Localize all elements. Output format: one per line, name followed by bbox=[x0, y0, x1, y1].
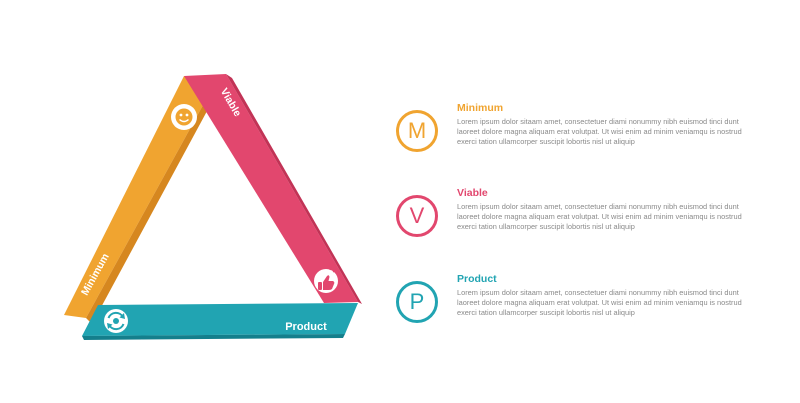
minimum-letter: M bbox=[407, 118, 427, 143]
viable-letter: V bbox=[409, 203, 425, 228]
product-bar bbox=[82, 303, 358, 340]
viable-description: Lorem ipsum dolor sitaam amet, consectet… bbox=[457, 202, 742, 231]
minimum-letter-badge: M bbox=[396, 110, 438, 152]
viable-bar bbox=[184, 74, 362, 304]
minimum-description: Lorem ipsum dolor sitaam amet, consectet… bbox=[457, 117, 742, 146]
refresh-cycle-icon bbox=[104, 309, 128, 333]
list-item-product: P Product Lorem ipsum dolor sitaam amet,… bbox=[396, 273, 776, 341]
list-item-viable: V Viable Lorem ipsum dolor sitaam amet, … bbox=[396, 187, 776, 255]
viable-title: Viable bbox=[457, 187, 488, 199]
minimum-title: Minimum bbox=[457, 102, 504, 114]
product-letter: P bbox=[409, 289, 425, 314]
product-description: Lorem ipsum dolor sitaam amet, consectet… bbox=[457, 288, 742, 317]
face-badge-icon bbox=[171, 104, 197, 130]
product-bar-label: Product bbox=[285, 321, 327, 333]
list-item-minimum: M Minimum Lorem ipsum dolor sitaam amet,… bbox=[396, 102, 776, 170]
viable-letter-badge: V bbox=[396, 195, 438, 237]
minimum-bar bbox=[64, 76, 213, 324]
thumbs-up-icon bbox=[314, 266, 338, 293]
product-letter-badge: P bbox=[396, 281, 438, 323]
product-title: Product bbox=[457, 273, 497, 285]
